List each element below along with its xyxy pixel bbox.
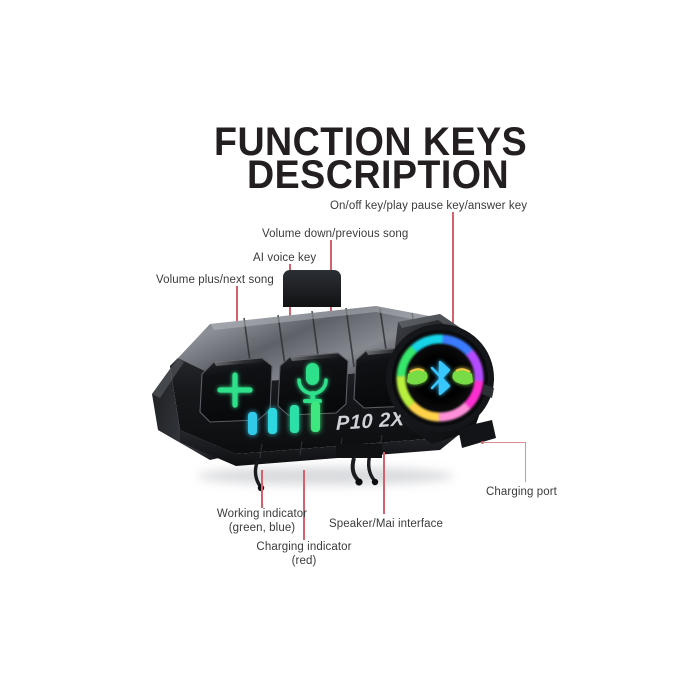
rgb-rainbow-ring — [396, 334, 484, 422]
device-bottom-rail — [180, 412, 472, 466]
device-illustration: P10 2X — [140, 262, 520, 512]
bluetooth-icon — [430, 360, 451, 396]
callout-charging-port: Charging port — [486, 486, 557, 498]
module-side-nub — [482, 384, 494, 398]
callout-speaker-mic: Speaker/Mai interface — [329, 518, 443, 530]
leader-line-power-play-answer — [452, 212, 454, 325]
leader-elbow-horizontal-charging-port — [483, 442, 526, 444]
button-ai-voice — [277, 352, 349, 416]
callout-charging-indicator-line2: (red) — [291, 554, 317, 567]
rgb-indicator-module — [386, 314, 494, 444]
callout-working-indicator-line2: (green, blue) — [228, 521, 296, 534]
brand-text-node: P10 2X — [336, 408, 406, 435]
leader-dot-charging-port — [481, 441, 484, 444]
device-left-chamfer — [152, 358, 236, 460]
callout-power-play-answer: On/off key/play pause key/answer key — [330, 200, 528, 212]
leader-line-charging-indicator — [303, 470, 305, 540]
charging-port-flap — [458, 420, 496, 448]
led-indicator-bars — [248, 402, 320, 435]
rgb-wing-shapes — [407, 368, 473, 385]
leader-line-working-indicator — [261, 470, 263, 508]
led-bar-4 — [311, 402, 320, 432]
callout-charging-indicator: Charging indicator (red) — [244, 541, 364, 568]
callout-charging-indicator-line1: Charging indicator — [256, 541, 352, 553]
callout-ai-voice: AI voice key — [253, 252, 317, 264]
helmet-mount-tab — [283, 270, 341, 307]
leader-elbow-vertical-charging-port — [525, 442, 527, 482]
speaker-mic-interface — [336, 444, 382, 486]
led-bar-3 — [290, 405, 299, 433]
callout-working-indicator: Working indicator (green, blue) — [203, 508, 321, 535]
leader-line-speaker-mic — [383, 452, 385, 514]
led-bar-1 — [248, 412, 257, 435]
callout-volume-plus: Volume plus/next song — [156, 274, 274, 286]
led-bar-2 — [268, 408, 277, 434]
page-title-line2: DESCRIPTION — [247, 153, 510, 197]
brand-logo: P10 2X — [336, 408, 406, 435]
device-shadow — [197, 467, 453, 485]
page-title-line1: FUNCTION KEYS — [214, 120, 528, 164]
callout-working-indicator-line1: Working indicator — [216, 508, 308, 520]
plus-icon — [217, 372, 253, 408]
button-volume-plus — [199, 357, 273, 423]
microphone-icon — [297, 363, 328, 403]
leader-line-ai-voice — [289, 264, 291, 362]
callout-volume-down: Volume down/previous song — [262, 228, 409, 240]
